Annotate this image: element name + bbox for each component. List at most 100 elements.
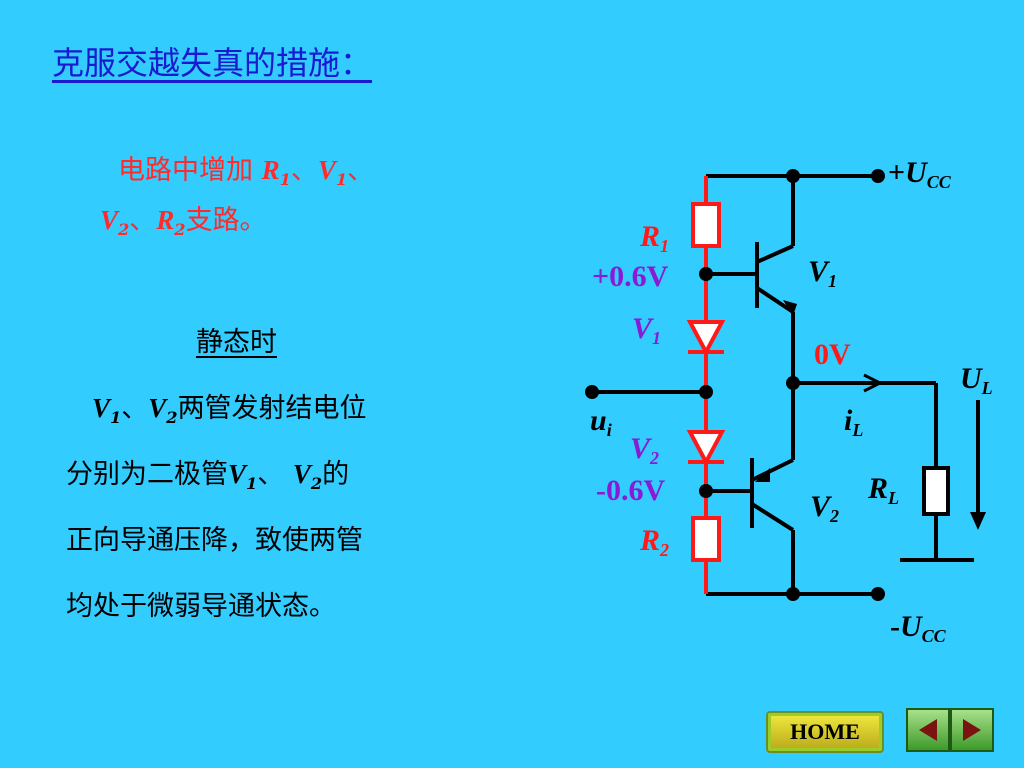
label-ui: ui (590, 404, 612, 441)
d1-diode (686, 320, 726, 357)
label-main: U (900, 610, 922, 643)
junction-dots (585, 169, 885, 601)
label-v-zero: 0V (814, 338, 851, 371)
label-ucc-pos: +UCC (888, 156, 951, 193)
body-text: 两管发射结电位 (177, 393, 367, 424)
label-rl: RL (868, 472, 900, 509)
intro-r2: R (156, 205, 175, 235)
black-wires (586, 174, 980, 596)
label-il: iL (844, 404, 863, 440)
label-main: V (810, 490, 831, 523)
body-text: 分别为二极管 (66, 459, 228, 490)
input-terminal-dot (585, 385, 599, 399)
label-t1: V1 (808, 255, 838, 292)
label-sub: L (981, 378, 993, 399)
r1-resistor (691, 202, 721, 248)
label-main: U (905, 156, 927, 189)
body-v1: V (92, 393, 111, 423)
terminal-dot (871, 587, 885, 601)
label-t2: V2 (810, 490, 840, 527)
label-v-minus: -0.6V (596, 474, 666, 507)
intro-sep: 、 (129, 205, 157, 236)
t2-emitter-arrow (755, 468, 770, 482)
body-v1: V (228, 459, 247, 489)
label-main: R (868, 472, 889, 505)
label-sub: i (606, 420, 612, 441)
page-title: 克服交越失真的措施： (52, 44, 373, 82)
junction-dot (786, 376, 800, 390)
label-sub: 2 (650, 448, 660, 469)
intro-v2: V (100, 205, 119, 235)
label-d2: V2 (630, 432, 660, 469)
intro-r2-sub: 2 (174, 219, 186, 239)
arrow-right-icon (963, 719, 981, 741)
body-sep: 、 (257, 459, 293, 490)
label-prefix: + (888, 156, 906, 189)
static-heading: 静态时 (196, 327, 277, 358)
junction-dot (786, 587, 800, 601)
t2-collector-leg (750, 502, 795, 532)
body-line-4: 均处于微弱导通状态。 (66, 591, 336, 622)
next-button[interactable] (950, 708, 994, 752)
label-main: U (960, 362, 982, 395)
label-sub: 1 (660, 236, 670, 257)
t1-emitter-leg (755, 286, 795, 314)
junction-dot (786, 169, 800, 183)
label-sub: 1 (652, 328, 662, 349)
intro-v1-sub: 1 (335, 169, 348, 189)
label-main: R (640, 524, 661, 557)
arrow-left-icon (919, 719, 937, 741)
body-line-1: V1、V2两管发射结电位 (92, 386, 367, 427)
label-main: i (844, 404, 853, 437)
body-v2: V (148, 393, 167, 423)
label-sub: 2 (830, 506, 840, 527)
home-button[interactable]: HOME (766, 711, 884, 753)
label-sub: 1 (828, 271, 838, 292)
rl-resistor (922, 466, 950, 516)
t1-emitter-arrow (783, 300, 797, 316)
junction-dot (699, 484, 713, 498)
body-line-2: 分别为二极管V1、 V2的 (66, 452, 350, 493)
label-main: R (640, 220, 661, 253)
il-arrow-head (863, 373, 884, 393)
body-v1-sub: 1 (246, 473, 258, 493)
body-v2: V (292, 459, 311, 489)
label-sub: 2 (660, 540, 670, 561)
r2-resistor (691, 516, 721, 562)
intro-r1-sub: 1 (279, 169, 291, 189)
label-prefix: - (890, 610, 900, 643)
prev-button[interactable] (906, 708, 950, 752)
intro-v1: V (317, 155, 336, 185)
label-sub: L (888, 488, 900, 509)
ul-arrow-head (970, 512, 986, 530)
label-ucc-neg: -UCC (890, 610, 946, 647)
label-sub: CC (921, 626, 946, 647)
intro-line-2: V2、R2支路。 (100, 198, 267, 239)
intro-line-1: 电路中增加 R1、V1、 (118, 148, 375, 189)
junction-dot (699, 267, 713, 281)
intro-sep: 、 (290, 155, 318, 186)
junction-dot (699, 385, 713, 399)
body-v2-sub: 2 (166, 407, 178, 427)
label-main: V (632, 312, 653, 345)
label-main: V (808, 255, 829, 288)
label-r1: R1 (640, 220, 670, 257)
t1-collector-leg (756, 244, 794, 264)
intro-v2-sub: 2 (118, 219, 130, 239)
intro-sep: 、 (347, 155, 375, 186)
intro-r1: R (261, 155, 280, 185)
label-sub: CC (926, 172, 951, 193)
terminal-dot (871, 169, 885, 183)
label-main: V (630, 432, 651, 465)
body-sep: 、 (121, 393, 149, 424)
intro-text-end: 支路。 (185, 205, 267, 236)
body-v1-sub: 1 (110, 407, 122, 427)
label-d1: V1 (632, 312, 662, 349)
body-text: 的 (322, 459, 350, 490)
label-v-plus: +0.6V (592, 260, 669, 293)
label-r2: R2 (640, 524, 670, 561)
intro-text: 电路中增加 (118, 155, 262, 186)
body-v2-sub: 2 (310, 473, 323, 493)
label-main: u (590, 404, 607, 437)
d2-diode (686, 430, 726, 467)
